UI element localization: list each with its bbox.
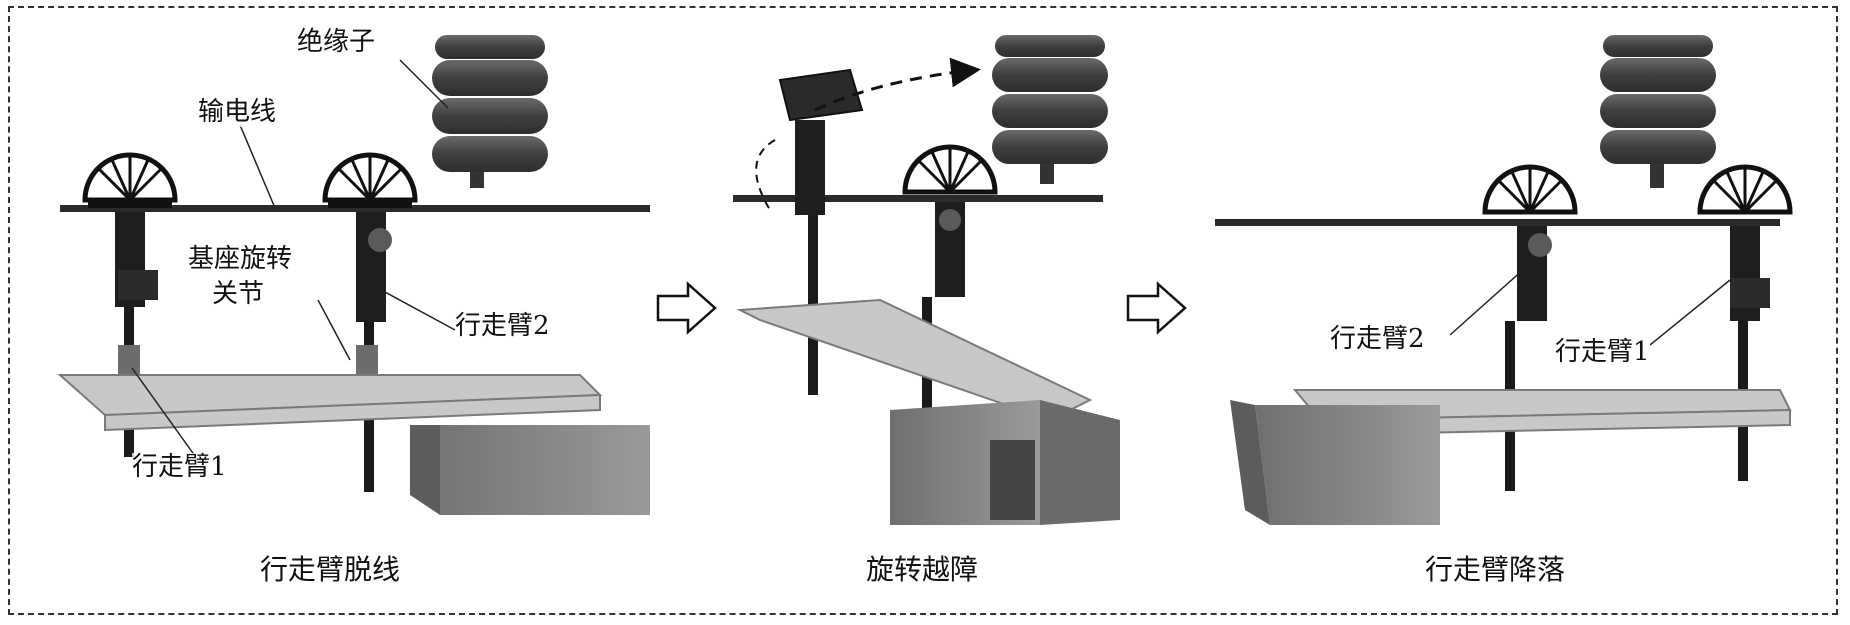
dashed-frame <box>8 6 1838 615</box>
label-arm2-panel3: 行走臂2 <box>1330 324 1425 354</box>
leader-lines <box>131 59 1731 457</box>
wheel-1b <box>322 152 418 208</box>
box-2 <box>890 400 1120 525</box>
wheel-1a <box>82 152 178 208</box>
caption-panel-3: 行走臂降落 <box>1424 553 1566 586</box>
panel-2-scene <box>733 35 1120 525</box>
label-arm2-panel1: 行走臂2 <box>455 311 550 341</box>
box-3 <box>1230 400 1440 525</box>
power-line-2 <box>733 195 1103 202</box>
caption-panel-2: 旋转越障 <box>865 553 979 586</box>
rotation-arc <box>755 139 776 211</box>
caption-panel-1: 行走臂脱线 <box>259 553 401 586</box>
label-arm1-panel1: 行走臂1 <box>132 452 227 482</box>
label-power-line: 输电线 <box>198 97 277 127</box>
insulator-3 <box>1600 35 1716 188</box>
wheel-3a <box>1482 164 1578 491</box>
base-frame-1 <box>57 374 603 432</box>
power-line-3 <box>1215 219 1780 226</box>
panel-1-scene <box>57 35 650 515</box>
box-1 <box>410 425 650 515</box>
label-base-joint-1: 基座旋转 <box>188 244 293 274</box>
label-arm1-panel3: 行走臂1 <box>1555 337 1650 367</box>
insulator-2 <box>992 35 1108 184</box>
process-arrow-1 <box>656 281 717 335</box>
label-base-joint-2: 关节 <box>212 279 265 309</box>
panel-3-scene <box>1215 35 1793 525</box>
insulator-1 <box>432 35 548 188</box>
wheel-3b <box>1697 164 1793 481</box>
label-insulator: 绝缘子 <box>297 27 376 57</box>
process-arrow-2 <box>1126 281 1187 335</box>
rotation-arrow <box>814 57 981 112</box>
power-line-1 <box>60 205 650 212</box>
